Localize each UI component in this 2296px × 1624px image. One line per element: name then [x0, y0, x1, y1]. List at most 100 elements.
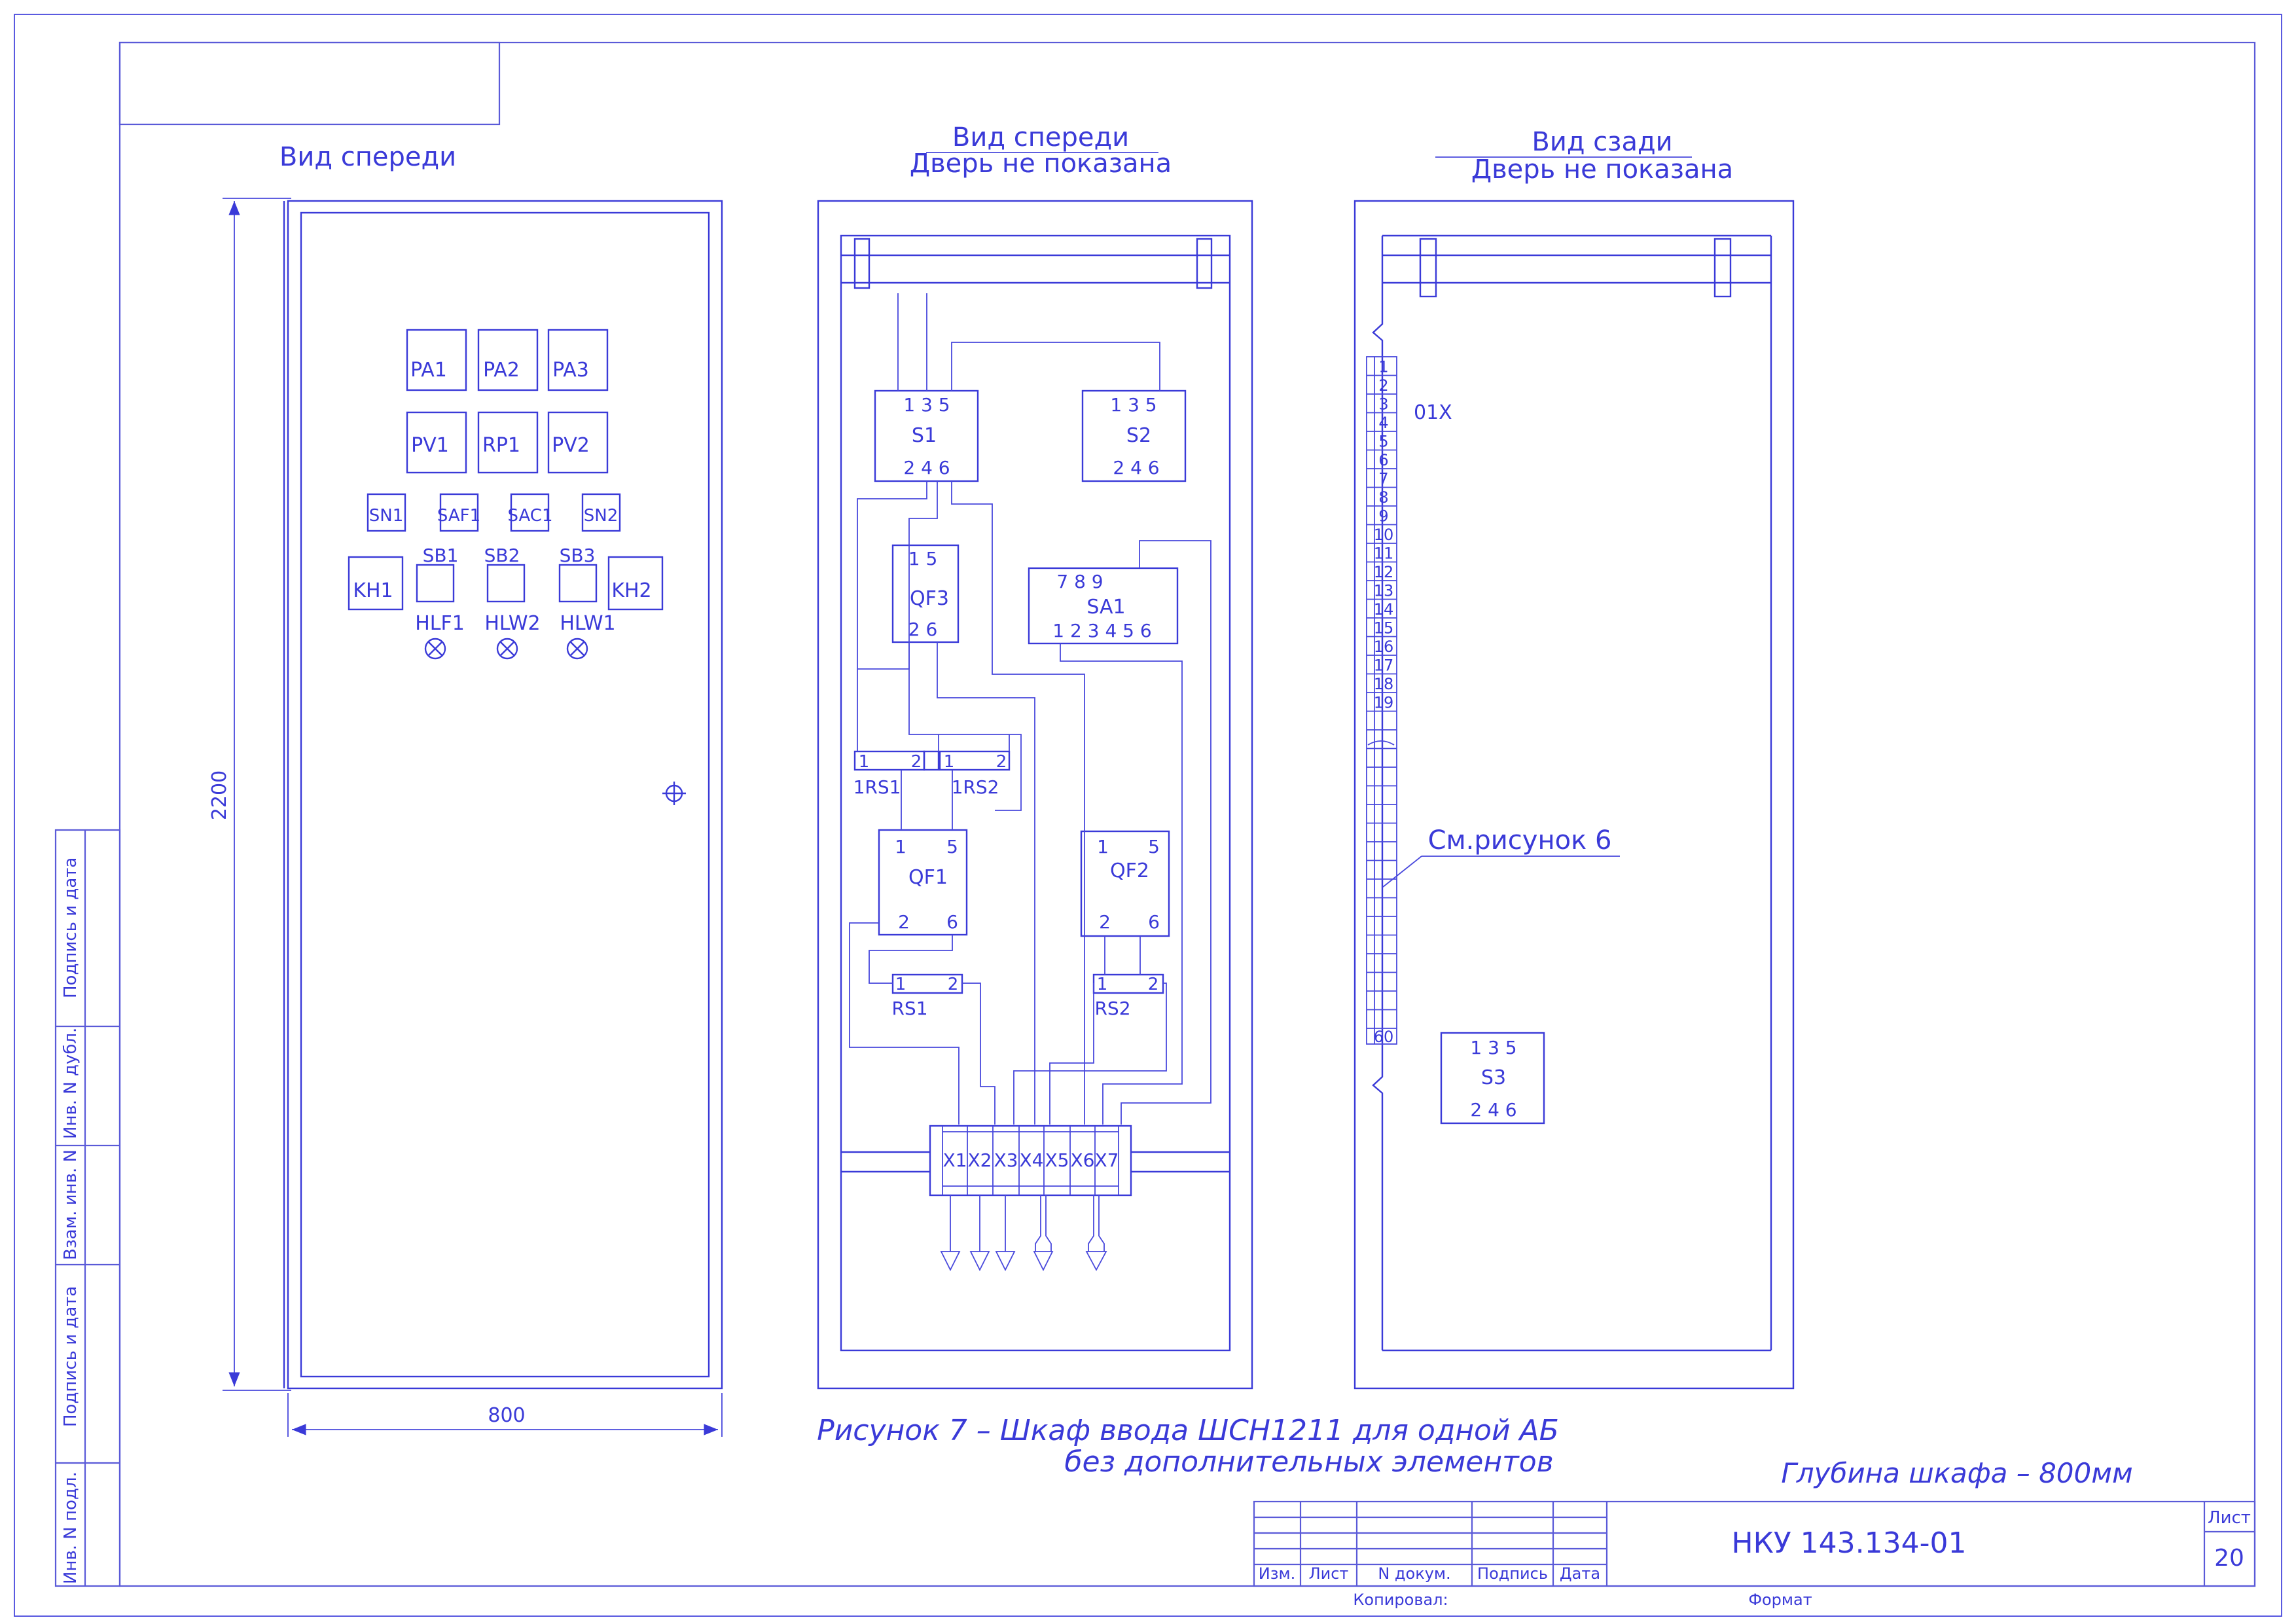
strip-terminal-number: 6	[1378, 451, 1388, 469]
copied-label: Копировал:	[1353, 1591, 1448, 1609]
breaker-qf3	[891, 544, 960, 643]
strip-terminal-number: 4	[1378, 414, 1388, 432]
front-view-open: Вид спереди Дверь не показана 1 3 5 S1 2…	[817, 122, 1253, 1390]
format-label: Формат	[1748, 1591, 1812, 1609]
strip-terminal-number: 2	[1378, 376, 1388, 395]
door-lock-icon	[662, 782, 686, 805]
breaker-qf1-label: QF1	[908, 866, 948, 889]
switch-s3	[1440, 1032, 1545, 1125]
shunt-rs1-label: RS1	[891, 998, 927, 1019]
strip-terminal-number: 15	[1374, 619, 1394, 638]
meter-pa3	[547, 329, 609, 391]
shunt-1rs1-label: 1RS1	[853, 776, 901, 798]
height-dimension: 2200	[208, 770, 231, 820]
shunt-rs1-pin2: 2	[948, 975, 959, 994]
switch-s2-label: S2	[1126, 424, 1151, 447]
strip-terminal-number: 7	[1378, 470, 1388, 488]
strip-terminal-number: 10	[1374, 526, 1394, 544]
side-stamp-sign-date-1: Подпись и дата	[61, 857, 81, 998]
strip-terminal-number: 8	[1378, 488, 1388, 507]
document-designation: НКУ 143.134-01	[1732, 1526, 1967, 1560]
shunt-1rs2-pin2: 2	[996, 752, 1007, 772]
switch-saf1	[439, 493, 479, 532]
button-sb1-label: SB1	[423, 545, 459, 566]
shunt-1rs2-label: 1RS2	[952, 776, 999, 798]
title-col-sign: Подпись	[1477, 1564, 1548, 1583]
drawing-frame	[118, 41, 2256, 1587]
terminal-block: X1 X2 X3 X4 X5 X6 X7	[841, 1125, 1230, 1197]
switch-sa1-bottom-pins: 1 2 3 4 5 6	[1052, 620, 1151, 641]
title-col-date: Дата	[1560, 1564, 1600, 1583]
strip-terminal-number: 12	[1374, 563, 1394, 581]
shunt-rs1-pin1: 1	[895, 975, 906, 994]
breaker-qf1-pin6: 6	[946, 911, 958, 933]
side-stamp-replace-inv: Взам. инв. N	[61, 1149, 81, 1260]
breaker-qf3-label: QF3	[910, 587, 949, 610]
cable-outputs	[940, 1195, 1107, 1272]
front-view-open-subtitle: Дверь не показана	[910, 149, 1172, 179]
sheet-label: Лист	[2208, 1508, 2251, 1528]
switch-sac1	[510, 493, 550, 532]
button-sb1	[416, 564, 455, 603]
indicator-kh1-label: KH1	[353, 579, 393, 602]
side-stamp-dup-inv: Инв. N дубл.	[61, 1028, 81, 1139]
lamp-hlf1-icon	[424, 638, 446, 660]
shunt-rs2-pin2: 2	[1148, 975, 1159, 994]
lamp-hlw1-label: HLW1	[560, 612, 615, 635]
side-stamp-sign-date-2: Подпись и дата	[61, 1286, 81, 1427]
switch-sn2-label: SN2	[584, 506, 619, 526]
rear-view-subtitle: Дверь не показана	[1471, 154, 1733, 185]
switch-sac1-label: SAC1	[507, 506, 552, 526]
figure-caption-line2: без дополнительных элементов	[1064, 1445, 1553, 1479]
meter-pa1-label: PA1	[410, 359, 447, 382]
indicator-kh2	[607, 556, 664, 611]
title-block: Изм. Лист N докум. Подпись Дата НКУ 143.…	[1253, 1500, 2256, 1609]
terminal-x1: X1	[943, 1149, 967, 1171]
top-left-stamp	[118, 41, 501, 126]
switch-sn1-label: SN1	[369, 506, 404, 526]
front-view-open-title: Вид спереди	[952, 122, 1129, 153]
strip-label: 01X	[1414, 401, 1452, 424]
indicator-kh1	[348, 556, 404, 611]
meter-pa2	[477, 329, 539, 391]
shunt-rs2-pin1: 1	[1097, 975, 1108, 994]
title-col-ndoc: N докум.	[1378, 1564, 1450, 1583]
breaker-qf1-pin5: 5	[946, 836, 958, 857]
meter-pv1-label: PV1	[411, 434, 449, 457]
switch-s3-bottom-pins: 2 4 6	[1470, 1099, 1516, 1121]
shunt-1rs1-pin2: 2	[911, 752, 922, 772]
switch-sn2	[581, 493, 621, 532]
switch-sa1	[1028, 567, 1179, 645]
switch-s2-bottom-pins: 2 4 6	[1113, 457, 1159, 478]
switch-sa1-label: SA1	[1086, 596, 1125, 619]
breaker-qf3-bottom-pins: 2 6	[908, 619, 938, 640]
lamp-hlf1-label: HLF1	[415, 612, 465, 635]
width-dimension: 800	[488, 1404, 525, 1427]
cabinet-depth-note: Глубина шкафа – 800мм	[1781, 1457, 2132, 1489]
button-sb3	[558, 564, 598, 603]
front-view-title: Вид спереди	[279, 142, 456, 172]
meter-pv1	[406, 411, 467, 474]
strip-terminal-number: 9	[1378, 507, 1388, 526]
switch-saf1-label: SAF1	[437, 506, 480, 526]
strip-terminal-number: 18	[1374, 675, 1394, 693]
switch-s2	[1081, 389, 1187, 482]
strip-terminal-number: 16	[1374, 638, 1394, 656]
switch-s2-top-pins: 1 3 5	[1110, 394, 1157, 416]
button-sb2-label: SB2	[484, 545, 520, 566]
title-col-izm: Изм.	[1259, 1564, 1295, 1583]
meter-pa1	[406, 329, 467, 391]
side-stamp-orig-inv: Инв. N подл.	[61, 1471, 81, 1584]
indicator-kh2-label: KH2	[611, 579, 651, 602]
strip-terminal-number: 14	[1374, 600, 1394, 619]
reference-note: См.рисунок 6	[1428, 825, 1612, 856]
title-col-list: Лист	[1309, 1564, 1349, 1583]
shunt-1rs2	[939, 750, 1011, 771]
strip-terminal-number: 13	[1374, 582, 1394, 600]
strip-last-number: 60	[1374, 1028, 1394, 1046]
rear-view-title: Вид сзади	[1532, 127, 1672, 157]
lamp-hlw2-label: HLW2	[484, 612, 540, 635]
switch-s1-label: S1	[912, 424, 937, 447]
strip-terminal-number: 17	[1374, 657, 1394, 675]
button-sb2	[486, 564, 526, 603]
